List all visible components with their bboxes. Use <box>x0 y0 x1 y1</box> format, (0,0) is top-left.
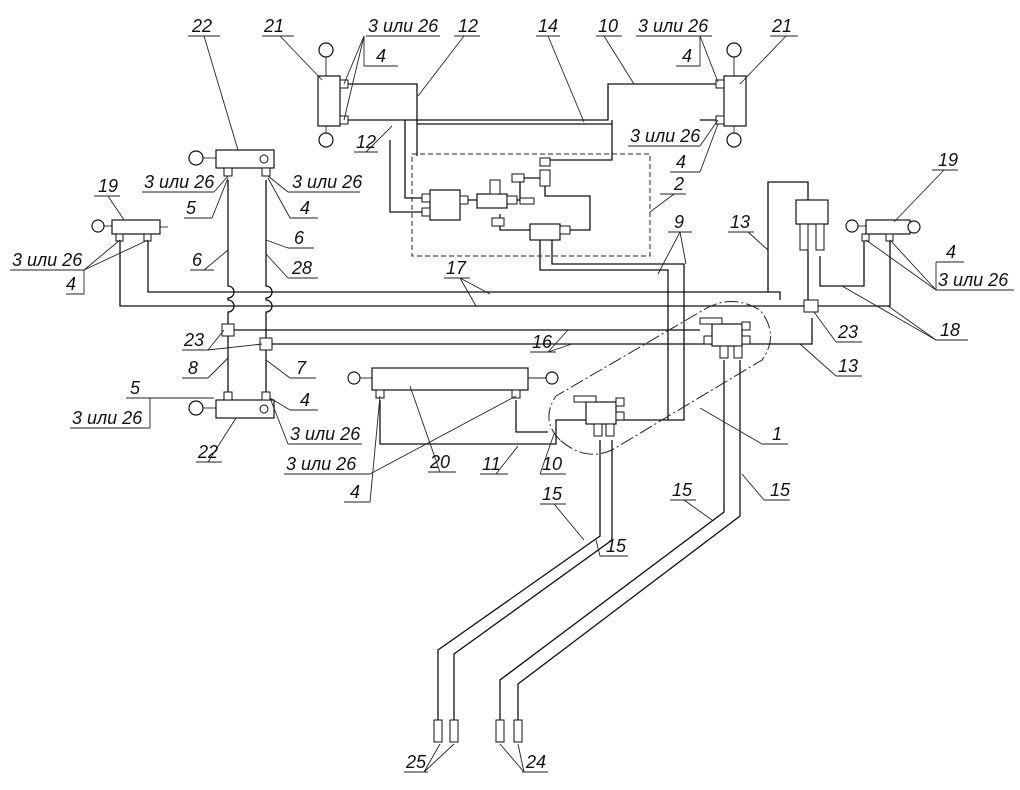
fittings-24 <box>495 719 523 743</box>
callout-28: 28 <box>291 258 312 278</box>
callout-15: 15 <box>770 480 791 500</box>
cylinder-21-left <box>317 42 349 148</box>
cylinder-19-left <box>91 219 168 242</box>
callout-12: 12 <box>458 16 478 36</box>
callout-8: 8 <box>188 358 198 378</box>
callout-labels: 22 21 3 или 26 4 12 14 10 3 или 26 4 21 … <box>12 16 1009 772</box>
callout-22-bottom: 22 <box>197 442 218 462</box>
callout-18: 18 <box>940 320 960 340</box>
callout-21-left: 21 <box>263 16 284 36</box>
callout-5: 5 <box>130 378 141 398</box>
callout-19-right: 19 <box>938 150 958 170</box>
callout-23: 23 <box>837 322 858 342</box>
callout-3-or-26: 3 или 26 <box>368 16 439 36</box>
valve-block-2 <box>421 157 571 241</box>
callout-14: 14 <box>538 16 558 36</box>
callout-10: 10 <box>598 16 618 36</box>
callout-24: 24 <box>525 752 546 772</box>
callout-4: 4 <box>946 242 956 262</box>
callout-22-top: 22 <box>191 16 212 36</box>
cylinder-22-top <box>188 149 275 177</box>
cylinder-19-right <box>845 219 921 242</box>
callout-3-or-26: 3 или 26 <box>286 454 357 474</box>
callout-4: 4 <box>300 198 310 218</box>
tee-23-right <box>803 299 819 313</box>
callout-2: 2 <box>673 174 684 194</box>
callout-3-or-26: 3 или 26 <box>72 408 143 428</box>
callout-13: 13 <box>730 212 750 232</box>
callout-3-or-26: 3 или 26 <box>630 126 701 146</box>
callout-7: 7 <box>296 358 307 378</box>
callout-6: 6 <box>294 228 305 248</box>
cylinder-20 <box>347 367 559 399</box>
callout-4: 4 <box>676 152 686 172</box>
callout-13: 13 <box>838 356 858 376</box>
callout-4: 4 <box>376 46 386 66</box>
callout-15: 15 <box>606 536 627 556</box>
callout-3-or-26: 3 или 26 <box>938 270 1009 290</box>
callout-3-or-26: 3 или 26 <box>292 172 363 192</box>
callout-3-or-26: 3 или 26 <box>290 424 361 444</box>
callout-23: 23 <box>183 330 204 350</box>
callout-19-left: 19 <box>98 176 118 196</box>
callout-3-or-26: 3 или 26 <box>638 16 709 36</box>
callout-21-right: 21 <box>771 16 792 36</box>
callout-4: 4 <box>682 46 692 66</box>
callout-4: 4 <box>350 482 360 502</box>
callout-3-or-26: 3 или 26 <box>144 172 215 192</box>
callout-4: 4 <box>300 390 310 410</box>
callout-17: 17 <box>446 258 467 278</box>
callout-15: 15 <box>672 480 693 500</box>
callout-1: 1 <box>772 424 782 444</box>
callout-15: 15 <box>542 484 563 504</box>
callout-20: 20 <box>429 452 450 472</box>
callout-6: 6 <box>192 250 203 270</box>
callout-9: 9 <box>674 212 684 232</box>
callout-16: 16 <box>532 332 553 352</box>
callout-10: 10 <box>542 454 562 474</box>
callout-12: 12 <box>356 132 376 152</box>
distributor-1-right <box>699 317 751 359</box>
distributor-1-left <box>573 395 625 437</box>
valve-13 <box>795 199 829 251</box>
fittings-25 <box>433 719 459 743</box>
callout-3-or-26: 3 или 26 <box>12 250 83 270</box>
valve-assembly-boundary <box>411 153 651 257</box>
cylinder-21-right <box>715 42 747 148</box>
leader-lines <box>10 35 1014 773</box>
callout-5: 5 <box>186 198 197 218</box>
callout-11: 11 <box>482 454 501 474</box>
cylinder-22-bottom <box>188 391 275 419</box>
callout-25: 25 <box>405 752 427 772</box>
callout-4: 4 <box>66 274 76 294</box>
